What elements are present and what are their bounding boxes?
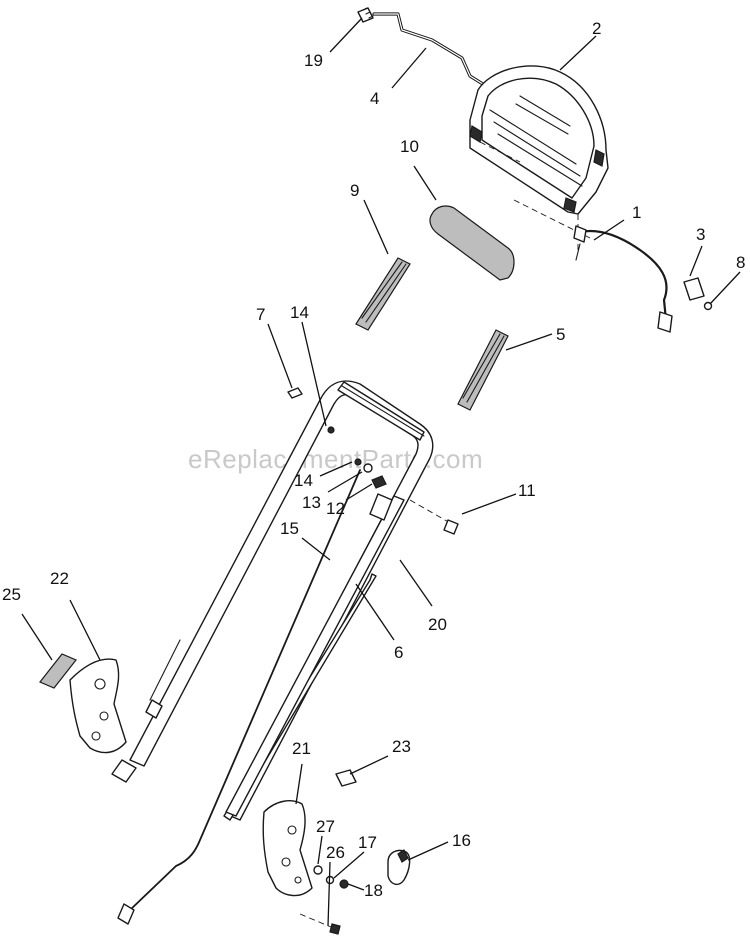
callout-21: 21 <box>292 739 311 758</box>
callout-9: 9 <box>350 181 359 200</box>
part-16-knob <box>387 849 411 886</box>
part-8-screw <box>703 301 713 311</box>
callout-8: 8 <box>736 253 745 272</box>
part-20-lower-handle <box>225 493 405 817</box>
part-14-nut-lower <box>354 458 362 466</box>
callout-11: 11 <box>518 481 536 500</box>
part-13-washer <box>363 463 373 473</box>
part-25-shim <box>39 653 77 689</box>
part-12-bolt <box>371 475 387 489</box>
part-18-nut <box>339 879 349 889</box>
part-11-bolt <box>409 499 459 535</box>
part-3-knob <box>683 277 705 301</box>
callout-labels: 19 2 4 10 9 1 3 8 7 14 5 14 13 12 11 15 … <box>2 19 745 900</box>
callout-6: 6 <box>394 643 403 662</box>
callout-13: 13 <box>302 493 321 512</box>
callout-27: 27 <box>316 817 335 836</box>
part-26-bolt <box>299 913 341 935</box>
part-15-cable <box>117 469 361 925</box>
callout-1: 1 <box>632 203 641 222</box>
part-4-bail-rod <box>372 12 494 98</box>
part-21-bracket-right <box>262 800 313 897</box>
callout-25: 25 <box>2 585 21 604</box>
part-7-screw <box>287 387 303 399</box>
callout-18: 18 <box>364 881 383 900</box>
callout-22: 22 <box>50 569 69 588</box>
callout-14-lower: 14 <box>294 471 313 490</box>
part-10-cover-plate <box>429 205 515 281</box>
callout-7: 7 <box>256 305 265 324</box>
callout-10: 10 <box>400 137 419 156</box>
callout-4: 4 <box>370 89 379 108</box>
callout-12: 12 <box>326 499 345 518</box>
callout-5: 5 <box>556 325 565 344</box>
callout-19: 19 <box>304 51 323 70</box>
part-5-grip-strip <box>457 329 509 411</box>
callout-16: 16 <box>452 831 471 850</box>
part-9-grip-strip <box>355 257 411 331</box>
callout-17: 17 <box>358 833 377 852</box>
part-27-spacer <box>313 865 323 875</box>
part-1-control-cable <box>573 225 673 333</box>
callout-26: 26 <box>326 843 345 862</box>
callout-3: 3 <box>696 225 705 244</box>
part-2-handle-console <box>469 65 609 250</box>
part-14-nut-upper <box>327 426 335 434</box>
part-22-bracket-left <box>69 658 127 754</box>
callout-23: 23 <box>392 737 411 756</box>
callout-15: 15 <box>280 519 299 538</box>
callout-14-upper: 14 <box>290 303 309 322</box>
leader-lines <box>21 17 741 927</box>
callout-2: 2 <box>592 19 601 38</box>
callout-20: 20 <box>428 615 447 634</box>
